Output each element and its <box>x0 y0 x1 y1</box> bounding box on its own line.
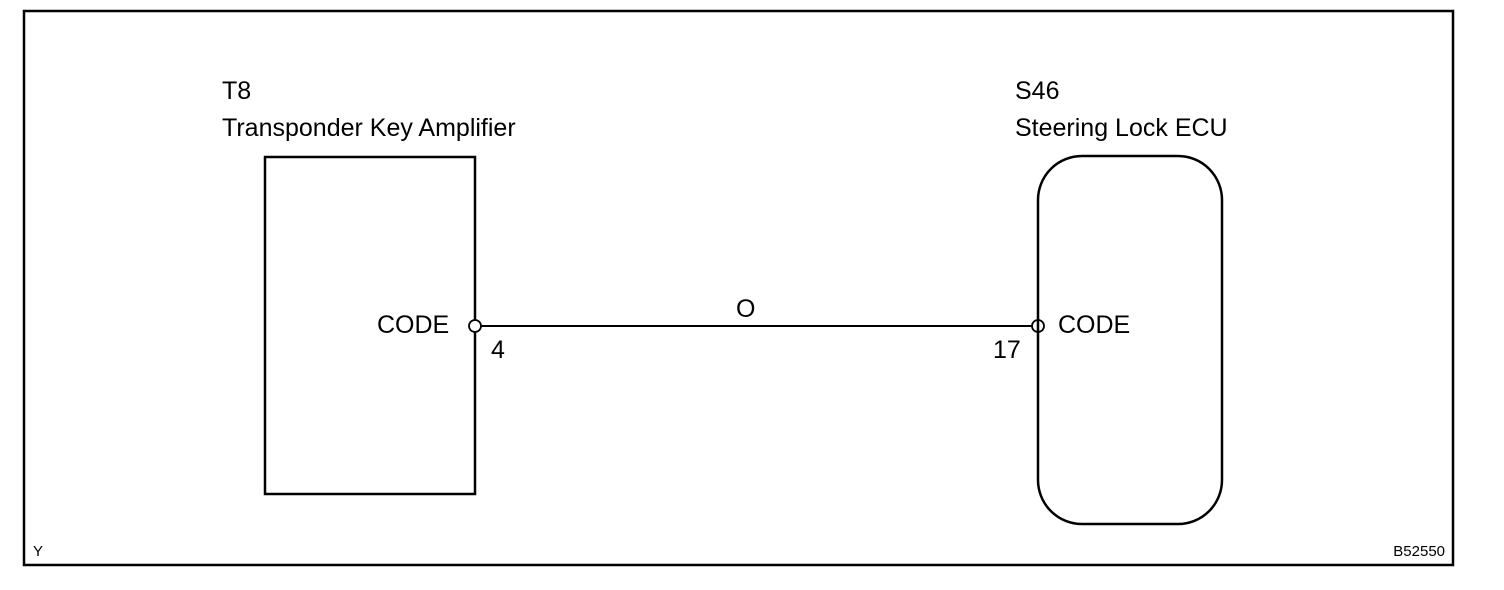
left-terminal-label: CODE <box>377 311 449 339</box>
footer-left-mark: Y <box>33 543 43 560</box>
diagram-frame <box>22 9 1455 567</box>
steering-lock-ecu-box <box>1036 154 1224 526</box>
figure-id: B52550 <box>1393 543 1445 560</box>
wire-color-code: O <box>736 295 755 323</box>
right-pin-number: 17 <box>993 336 1021 364</box>
right-component-name: Steering Lock ECU <box>1015 114 1228 142</box>
right-component-id: S46 <box>1015 77 1059 105</box>
left-component-name: Transponder Key Amplifier <box>222 114 516 142</box>
right-terminal-label: CODE <box>1058 311 1130 339</box>
left-component-id: T8 <box>222 77 251 105</box>
left-terminal-connector <box>468 319 482 333</box>
left-pin-number: 4 <box>491 336 505 364</box>
